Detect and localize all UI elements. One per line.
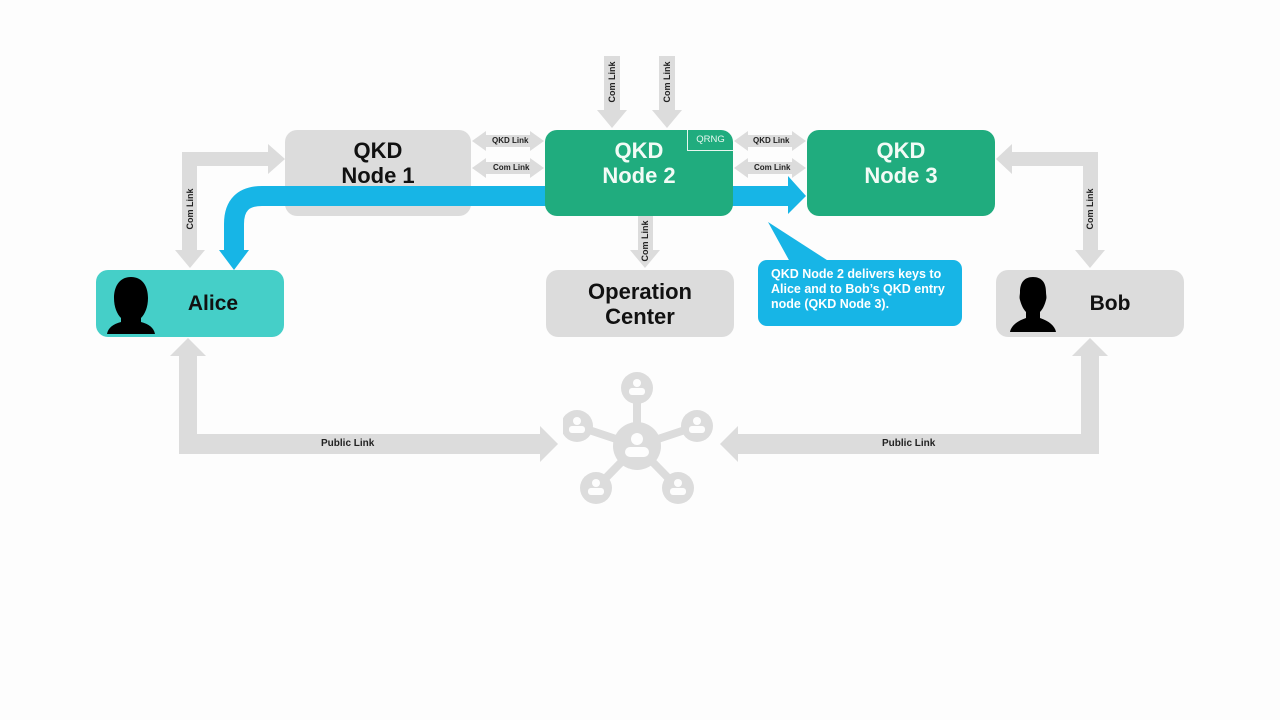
com-link-arrow-n2-opcenter: [630, 216, 660, 268]
key-delivery-callout: QKD Node 2 delivers keys to Alice and to…: [758, 260, 962, 326]
female-silhouette-icon: [107, 277, 155, 334]
qkd-node-2[interactable]: QKD Node 2: [545, 130, 733, 216]
public-link-arrow-bob: [720, 338, 1108, 462]
bob-name: Bob: [1089, 292, 1131, 315]
operation-center-line2: Center: [605, 303, 675, 329]
qkd-node-1-line1: QKD: [353, 138, 403, 163]
com-link-label-n3-bob: Com Link: [1085, 188, 1095, 230]
com-link-arrow-top-2: [652, 56, 682, 128]
operation-center-line1: Operation: [588, 278, 692, 304]
qkd-link-label-n2-n3: QKD Link: [753, 136, 790, 145]
com-link-label-n1-n2: Com Link: [493, 163, 530, 172]
operation-center[interactable]: Operation Center: [546, 270, 734, 337]
com-link-label-alice-n1: Com Link: [185, 188, 195, 230]
user-network-icon: [563, 372, 713, 504]
key-delivery-arrow-to-alice: [224, 186, 550, 252]
com-link-arrow-n1-n2: [472, 158, 544, 178]
public-link-label-bob: Public Link: [882, 438, 936, 449]
com-link-arrow-top-1: [597, 56, 627, 128]
com-link-arrow-n2-n3: [734, 158, 806, 178]
qkd-link-arrow-n1-n2: [472, 131, 544, 151]
male-silhouette-icon: [1010, 277, 1056, 332]
key-delivery-arrowhead-node3: [788, 176, 806, 214]
qkd-node-2-line1: QKD: [614, 138, 664, 163]
qkd-node-3-line1: QKD: [876, 138, 926, 163]
com-link-label-n2-opcenter: Com Link: [640, 220, 650, 262]
alice-name: Alice: [187, 292, 239, 315]
public-link-arrow-alice: [170, 338, 558, 462]
qkd-link-label-n1-n2: QKD Link: [492, 136, 529, 145]
qkd-node-3[interactable]: QKD Node 3: [807, 130, 995, 216]
qkd-node-2-line2: Node 2: [602, 163, 676, 188]
key-delivery-arrow-to-node3: [730, 186, 790, 206]
qrng-badge: QRNG: [687, 130, 733, 151]
qkd-node-3-line2: Node 3: [864, 163, 938, 188]
com-link-arrow-n3-bob: [996, 144, 1105, 268]
key-delivery-arrowhead-alice: [219, 250, 249, 270]
bob-node[interactable]: Bob: [996, 270, 1184, 337]
callout-pointer: [768, 222, 830, 262]
alice-node[interactable]: Alice: [96, 270, 284, 337]
public-link-label-alice: Public Link: [321, 438, 375, 449]
com-link-label-n2-n3: Com Link: [754, 163, 791, 172]
com-link-label-top-1: Com Link: [607, 61, 617, 103]
qkd-link-arrow-n2-n3: [734, 131, 806, 151]
qkd-node-1-line2: Node 1: [341, 163, 415, 188]
com-link-label-top-2: Com Link: [662, 61, 672, 103]
com-link-arrow-alice-n1: [175, 144, 285, 268]
